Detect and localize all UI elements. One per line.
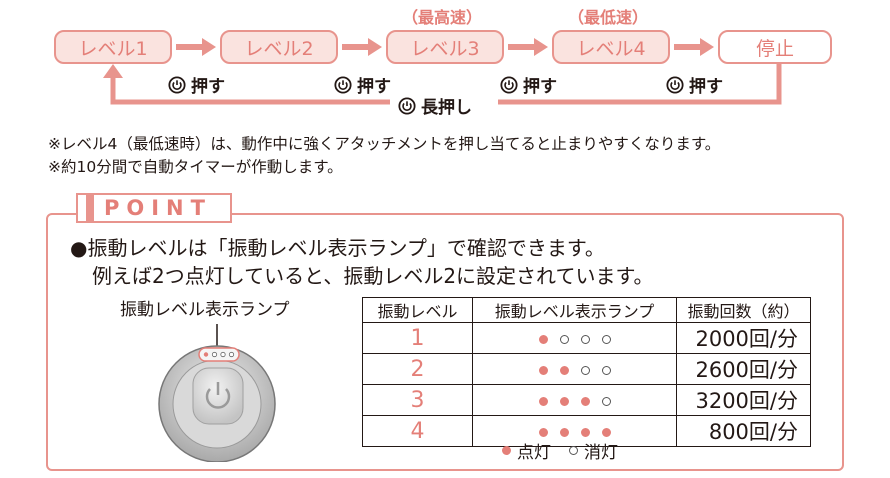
power-icon	[666, 75, 684, 94]
table-header: 振動レベル表示ランプ	[472, 297, 677, 323]
lamp-on-icon	[538, 427, 548, 437]
lamp-on-icon	[538, 365, 548, 375]
lamp-off-icon	[601, 365, 611, 375]
power-icon	[168, 75, 186, 94]
table-row: 4 800回/分	[362, 415, 811, 447]
point-box	[46, 213, 844, 471]
legend-on-text: 点灯	[517, 443, 551, 463]
level-2-box: レベル2	[220, 30, 338, 64]
table-row: 1 2000回/分	[362, 322, 811, 354]
device-lamp-label: 振動レベル表示ランプ	[120, 300, 290, 320]
press-text: 押す	[357, 77, 391, 97]
lamp-cell	[472, 353, 677, 385]
frequency-cell: 800回/分	[676, 415, 811, 447]
level-cell: 2	[362, 353, 473, 385]
lamp-off-icon	[580, 334, 590, 344]
lamp-on-icon	[559, 427, 569, 437]
press-label: 押す	[500, 72, 557, 97]
lamp-on-icon	[538, 396, 548, 406]
point-line-2: 例えば2つ点灯していると、振動レベル2に設定されています。	[92, 264, 654, 288]
press-label: 押す	[666, 72, 723, 97]
power-icon	[500, 75, 518, 94]
table-row: 2 2600回/分	[362, 353, 811, 385]
min-speed-note: （最低速）	[568, 8, 649, 27]
lamp-on-icon	[580, 396, 590, 406]
long-press-label: 長押し	[398, 93, 472, 118]
lamp-legend: 点灯 消灯	[502, 438, 618, 463]
table-row: 3 3200回/分	[362, 384, 811, 416]
frequency-cell: 3200回/分	[676, 384, 811, 416]
device-illustration	[158, 324, 276, 462]
max-speed-note: （最高速）	[402, 8, 483, 27]
table-header: 振動レベル	[362, 297, 473, 323]
frequency-cell: 2000回/分	[676, 322, 811, 354]
press-text: 押す	[523, 77, 557, 97]
lamp-off-icon	[569, 446, 578, 455]
lamp-cell	[472, 415, 677, 447]
power-icon	[398, 96, 416, 115]
press-text: 押す	[191, 77, 225, 97]
long-press-return-arrow	[103, 62, 782, 105]
point-bar	[86, 195, 94, 221]
lamp-on-icon	[601, 427, 611, 437]
lamp-off-icon	[559, 334, 569, 344]
note-timer: ※約10分間で自動タイマーが作動します。	[48, 158, 343, 176]
lamp-on-icon	[559, 396, 569, 406]
press-label: 押す	[168, 72, 225, 97]
lamp-off-icon	[601, 334, 611, 344]
point-heading-text: POINT	[104, 196, 212, 220]
arrow-right-icon	[674, 38, 714, 56]
level-4-box: レベル4	[552, 30, 670, 64]
lamp-on-icon	[538, 334, 548, 344]
long-press-text: 長押し	[421, 98, 472, 118]
level-1-box: レベル1	[54, 30, 172, 64]
level-cell: 3	[362, 384, 473, 416]
point-heading: POINT	[76, 193, 232, 223]
arrow-right-icon	[176, 38, 216, 56]
note-level4: ※レベル4（最低速時）は、動作中に強くアタッチメントを押し当てると止まりやすくな…	[48, 135, 721, 153]
lamp-on-icon	[502, 446, 511, 455]
level-3-box: レベル3	[386, 30, 504, 64]
lamp-on-icon	[580, 427, 590, 437]
frequency-cell: 2600回/分	[676, 353, 811, 385]
power-icon	[334, 75, 352, 94]
table-header-row: 振動レベル 振動レベル表示ランプ 振動回数（約）	[362, 297, 811, 323]
stop-box: 停止	[718, 30, 832, 64]
table-header: 振動回数（約）	[676, 297, 811, 323]
lamp-cell	[472, 384, 677, 416]
level-cell: 1	[362, 322, 473, 354]
lamp-off-icon	[580, 365, 590, 375]
press-label: 押す	[334, 72, 391, 97]
lamp-cell	[472, 322, 677, 354]
arrow-right-icon	[508, 38, 548, 56]
legend-off-text: 消灯	[584, 443, 618, 463]
level-cell: 4	[362, 415, 473, 447]
vibration-table: 振動レベル 振動レベル表示ランプ 振動回数（約） 1 2000回/分 2 2600回/…	[362, 297, 811, 447]
arrow-right-icon	[342, 38, 382, 56]
press-text: 押す	[689, 77, 723, 97]
lamp-off-icon	[601, 396, 611, 406]
lamp-on-icon	[559, 365, 569, 375]
point-line-1: ●振動レベルは「振動レベル表示ランプ」で確認できます。	[70, 236, 605, 260]
